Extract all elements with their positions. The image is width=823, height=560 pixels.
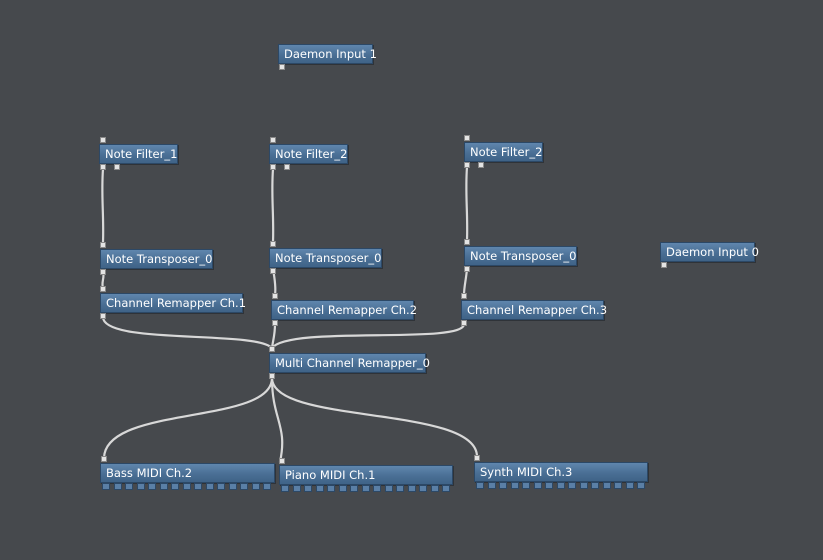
input-port[interactable] <box>464 135 470 141</box>
output-port[interactable] <box>284 164 290 170</box>
node-synth-midi[interactable]: Synth MIDI Ch.3 <box>474 462 648 482</box>
node-label: Note Transposer_0 <box>106 252 213 266</box>
input-port[interactable] <box>474 455 480 461</box>
output-port[interactable] <box>461 320 467 326</box>
wire-transposer-remapper3 <box>462 267 469 297</box>
input-port[interactable] <box>464 239 470 245</box>
output-port[interactable] <box>114 164 120 170</box>
node-label: Note Filter_2 <box>470 145 543 159</box>
output-port[interactable] <box>272 320 278 326</box>
node-note-filter-2[interactable]: Note Filter_2 <box>269 144 348 164</box>
wire-filter2a-transposer <box>271 167 275 244</box>
node-multi-channel-remapper[interactable]: Multi Channel Remapper_0 <box>269 353 430 373</box>
node-bass-midi[interactable]: Bass MIDI Ch.2 <box>100 463 275 483</box>
input-port[interactable] <box>461 293 467 299</box>
input-port[interactable] <box>279 458 285 464</box>
node-label: Synth MIDI Ch.3 <box>480 465 573 479</box>
input-port[interactable] <box>100 286 106 292</box>
output-port[interactable] <box>464 266 470 272</box>
node-note-filter-2[interactable]: Note Filter_2 <box>464 142 543 162</box>
input-port[interactable] <box>269 346 275 352</box>
node-label: Daemon Input 0 <box>666 245 759 259</box>
node-note-transposer[interactable]: Note Transposer_0 <box>464 246 577 266</box>
node-label: Channel Remapper Ch.1 <box>106 296 247 310</box>
wire-filter1-transposer <box>101 167 105 244</box>
node-label: Bass MIDI Ch.2 <box>106 466 193 480</box>
output-port[interactable] <box>661 262 667 268</box>
wire-multi-bass <box>102 376 274 460</box>
output-port[interactable] <box>478 162 484 168</box>
node-label: Channel Remapper Ch.2 <box>277 303 418 317</box>
node-note-transposer[interactable]: Note Transposer_0 <box>100 249 213 269</box>
output-port[interactable] <box>270 268 276 274</box>
node-note-transposer[interactable]: Note Transposer_0 <box>269 248 382 268</box>
midi-output-ports <box>476 482 649 490</box>
node-label: Note Filter_2 <box>275 147 348 161</box>
node-channel-remapper-ch2[interactable]: Channel Remapper Ch.2 <box>271 300 418 320</box>
output-port[interactable] <box>100 164 106 170</box>
wire-remapper2-multi <box>270 322 277 350</box>
node-piano-midi[interactable]: Piano MIDI Ch.1 <box>279 465 453 485</box>
input-port[interactable] <box>100 137 106 143</box>
node-label: Note Transposer_0 <box>470 249 577 263</box>
wire-remapper3-multi <box>270 322 466 350</box>
output-port[interactable] <box>270 164 276 170</box>
input-port[interactable] <box>101 456 107 462</box>
node-label: Daemon Input 1 <box>284 47 377 61</box>
node-label: Multi Channel Remapper_0 <box>275 356 430 370</box>
output-port[interactable] <box>100 269 106 275</box>
output-port[interactable] <box>464 162 470 168</box>
node-daemon-input-1[interactable]: Daemon Input 1 <box>278 44 377 64</box>
output-port[interactable] <box>279 64 285 70</box>
midi-output-ports <box>102 483 275 491</box>
node-label: Note Transposer_0 <box>275 251 382 265</box>
input-port[interactable] <box>100 242 106 248</box>
wire-multi-piano <box>270 376 284 464</box>
wire-multi-synth <box>270 376 479 459</box>
node-daemon-input-0[interactable]: Daemon Input 0 <box>660 242 759 262</box>
node-channel-remapper-ch3[interactable]: Channel Remapper Ch.3 <box>461 300 608 320</box>
node-note-filter-1[interactable]: Note Filter_1 <box>99 144 178 164</box>
wire-filter2b-transposer <box>465 165 469 242</box>
node-label: Note Filter_1 <box>105 147 178 161</box>
node-label: Piano MIDI Ch.1 <box>285 468 376 482</box>
output-port[interactable] <box>100 313 106 319</box>
input-port[interactable] <box>270 137 276 143</box>
input-port[interactable] <box>270 241 276 247</box>
output-port[interactable] <box>269 373 275 379</box>
midi-output-ports <box>281 485 454 493</box>
wire-remapper1-multi <box>101 315 274 350</box>
node-channel-remapper-ch1[interactable]: Channel Remapper Ch.1 <box>100 293 247 313</box>
node-label: Channel Remapper Ch.3 <box>467 303 608 317</box>
input-port[interactable] <box>272 293 278 299</box>
